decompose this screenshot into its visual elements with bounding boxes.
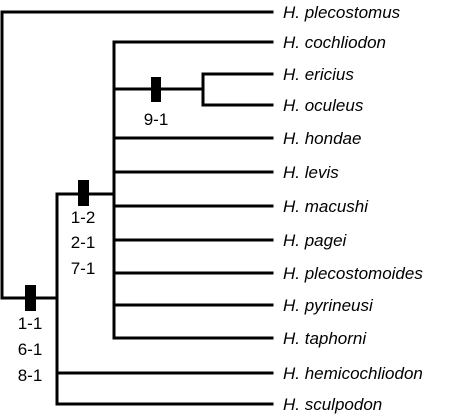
taxon-label-oculeus: H. oculeus: [283, 96, 364, 115]
synapomorphy-mark-base: [25, 285, 36, 311]
character-label-1-2: 1-2: [71, 208, 96, 227]
character-label-2-1: 2-1: [71, 233, 96, 252]
taxon-label-taphorni: H. taphorni: [283, 329, 367, 348]
character-label-6-1: 6-1: [18, 340, 43, 359]
synapomorphy-mark-ingroup: [78, 180, 89, 206]
taxon-label-levis: H. levis: [283, 163, 339, 182]
character-label-7-1: 7-1: [71, 259, 96, 278]
taxon-label-plecostomoides: H. plecostomoides: [283, 264, 423, 283]
character-label-8-1: 8-1: [18, 366, 43, 385]
taxon-label-pagei: H. pagei: [283, 231, 348, 250]
synapomorphy-mark-ericius-oculeus: [151, 77, 161, 102]
taxon-label-pyrineusi: H. pyrineusi: [283, 296, 374, 315]
taxon-label-plecostomus: H. plecostomus: [283, 3, 401, 22]
character-label-1-1: 1-1: [18, 314, 43, 333]
taxon-label-hondae: H. hondae: [283, 129, 361, 148]
taxon-label-hemicochliodon: H. hemicochliodon: [283, 364, 423, 383]
character-label-9-1: 9-1: [144, 110, 169, 129]
taxon-label-cochliodon: H. cochliodon: [283, 33, 386, 52]
taxon-label-ericius: H. ericius: [283, 65, 354, 84]
taxon-label-macushi: H. macushi: [283, 197, 369, 216]
taxon-label-sculpodon: H. sculpodon: [283, 395, 382, 414]
